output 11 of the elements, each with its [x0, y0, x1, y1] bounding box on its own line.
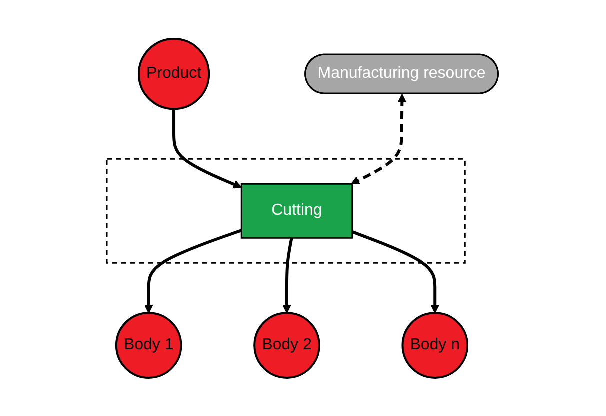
arrow [144, 228, 243, 314]
arrow [282, 237, 294, 314]
arrow [172, 108, 242, 188]
node-circle: Body 2 [254, 312, 321, 378]
node-box: Cutting [241, 182, 354, 238]
arrow [352, 230, 440, 314]
node-circle: Body n [402, 312, 469, 378]
arrow [351, 94, 407, 184]
cluster [106, 158, 466, 264]
node-circle: Body 1 [116, 312, 183, 378]
node-circle: Product [138, 38, 210, 110]
